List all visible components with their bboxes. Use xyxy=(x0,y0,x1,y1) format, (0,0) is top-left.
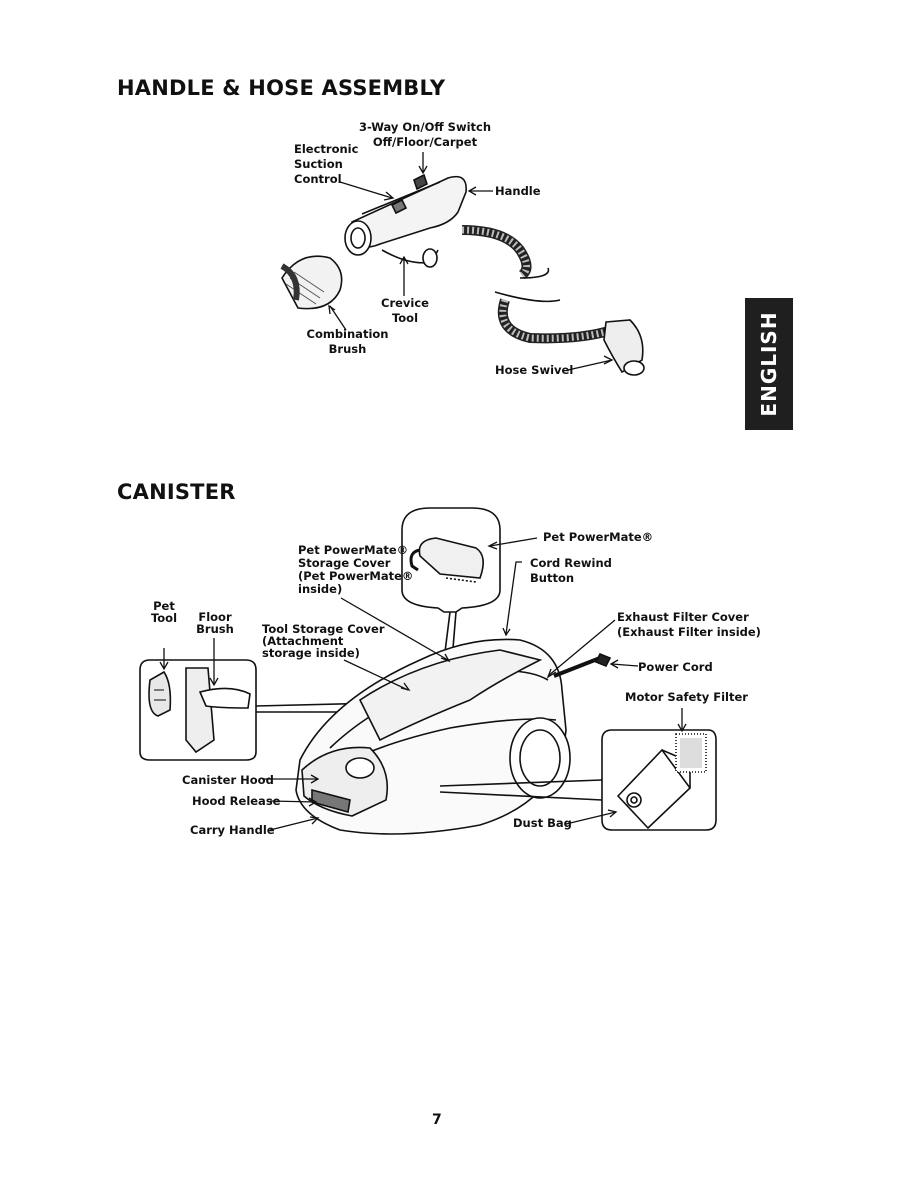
power-cord-label: Power Cord xyxy=(638,660,713,674)
handle-label: Handle xyxy=(495,184,541,198)
crevice-label-line1: Crevice xyxy=(381,296,429,310)
canister-body xyxy=(295,638,612,835)
cord-rewind-line1: Cord Rewind xyxy=(530,556,612,570)
canister-leader-lines xyxy=(159,537,687,831)
storage-label-line3: (Pet PowerMate® xyxy=(298,569,414,583)
storage-label-line2: Storage Cover xyxy=(298,556,391,570)
switch-label-line1: 3-Way On/Off Switch xyxy=(358,120,492,134)
motor-safety-filter-label: Motor Safety Filter xyxy=(625,690,748,704)
tool-storage-line2: (Attachment xyxy=(262,634,344,648)
floor-brush-line2: Brush xyxy=(196,622,234,636)
section-title-hose: HANDLE & HOSE ASSEMBLY xyxy=(117,76,446,100)
storage-label-line1: Pet PowerMate® xyxy=(298,543,409,557)
page-number: 7 xyxy=(432,1112,442,1128)
hose-swivel-label: Hose Swivel xyxy=(495,363,574,377)
exhaust-line1: Exhaust Filter Cover xyxy=(617,610,749,624)
canister-hood-label: Canister Hood xyxy=(182,773,274,787)
electronic-label-line1: Electronic xyxy=(294,142,359,156)
tool-storage-line3: storage inside) xyxy=(262,646,360,660)
combination-brush-label: Combination Brush xyxy=(300,327,395,357)
electronic-suction-label: Electronic Suction Control xyxy=(294,142,358,187)
switch-label-line2: Off/Floor/Carpet xyxy=(372,135,478,149)
combination-label-line2: Brush xyxy=(328,342,367,356)
language-tab: ENGLISH xyxy=(745,298,793,430)
cord-rewind-label: Cord Rewind Button xyxy=(530,556,612,586)
dustbag-inset xyxy=(439,729,717,831)
electronic-label-line2: Suction xyxy=(294,157,343,171)
pet-tool-line1: Pet xyxy=(153,599,175,613)
pet-tool-label: Pet Tool xyxy=(146,600,182,624)
storage-label-line4: inside) xyxy=(298,582,343,596)
hose-handle-drawing xyxy=(280,173,645,376)
crevice-label-line2: Tool xyxy=(391,311,419,325)
dust-bag-label: Dust Bag xyxy=(513,816,572,830)
powermate-inset xyxy=(401,507,501,661)
electronic-label-line3: Control xyxy=(294,172,342,186)
tool-storage-label: Tool Storage Cover (Attachment storage i… xyxy=(262,623,385,659)
switch-label: 3-Way On/Off Switch Off/Floor/Carpet xyxy=(350,120,500,150)
floor-brush-line1: Floor xyxy=(198,610,232,624)
exhaust-line2: (Exhaust Filter inside) xyxy=(617,625,761,639)
hood-release-label: Hood Release xyxy=(192,794,281,808)
pet-powermate-label: Pet PowerMate® xyxy=(543,530,654,544)
cord-rewind-line2: Button xyxy=(530,571,575,585)
tool-storage-line1: Tool Storage Cover xyxy=(262,622,385,636)
combination-label-line1: Combination xyxy=(306,327,389,341)
section-title-canister: CANISTER xyxy=(117,480,236,504)
powermate-storage-label: Pet PowerMate® Storage Cover (Pet PowerM… xyxy=(298,544,413,596)
carry-handle-label: Carry Handle xyxy=(190,823,275,837)
pet-tool-line2: Tool xyxy=(150,611,178,625)
hose-leader-lines xyxy=(328,152,614,371)
exhaust-filter-label: Exhaust Filter Cover (Exhaust Filter ins… xyxy=(617,610,761,640)
crevice-tool-label: Crevice Tool xyxy=(370,296,440,326)
floor-brush-label: Floor Brush xyxy=(195,611,235,635)
